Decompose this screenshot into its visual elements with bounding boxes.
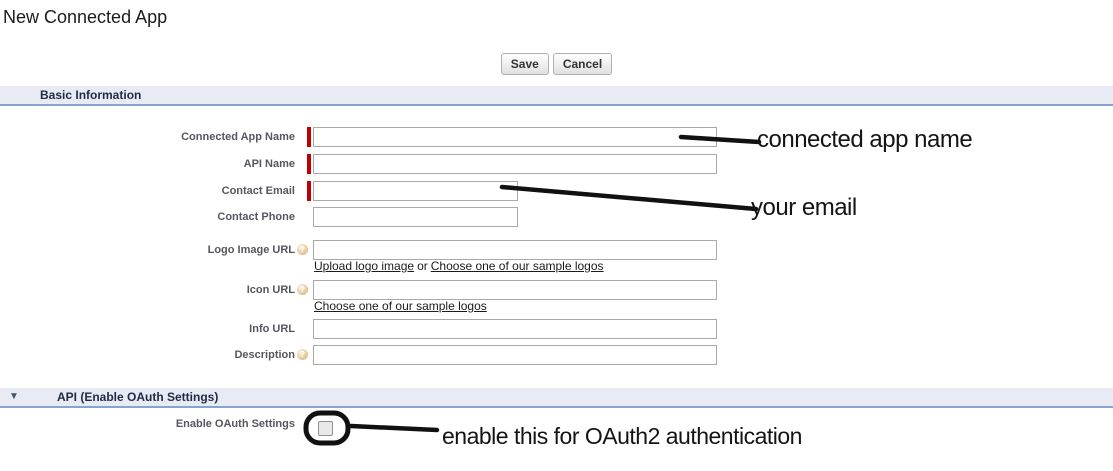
annotation-line-your-email (499, 184, 759, 212)
icon-links-line: Choose one of our sample logos (314, 299, 487, 313)
annotation-text-connected-app-name: connected app name (757, 126, 973, 153)
connected-app-name-label: Connected App Name (181, 131, 295, 143)
cancel-button[interactable]: Cancel (552, 53, 613, 75)
enable-oauth-label: Enable OAuth Settings (175, 418, 295, 430)
description-input[interactable] (313, 345, 717, 365)
logo-image-url-label: Logo Image URL (207, 244, 295, 256)
contact-phone-input[interactable] (313, 207, 518, 227)
description-label: Description (234, 349, 295, 361)
logo-image-url-input[interactable] (313, 240, 717, 260)
info-url-input[interactable] (313, 319, 717, 339)
collapse-triangle-icon[interactable]: ▼ (9, 391, 19, 402)
section-title: Basic Information (40, 88, 142, 102)
contact-email-label: Contact Email (221, 185, 295, 197)
api-name-input[interactable] (313, 154, 717, 174)
contact-email-input[interactable] (313, 181, 518, 201)
toolbar: Save Cancel (0, 53, 1113, 75)
save-button[interactable]: Save (500, 53, 549, 75)
section-header-api-oauth: ▼ API (Enable OAuth Settings) (0, 388, 1113, 408)
required-indicator (307, 154, 311, 174)
annotation-text-your-email: your email (751, 194, 857, 221)
help-icon[interactable]: ? (297, 284, 308, 295)
section-header-basic-information: Basic Information (0, 86, 1113, 106)
annotation-text-enable-oauth: enable this for OAuth2 authentication (442, 423, 802, 449)
upload-logo-image-link[interactable]: Upload logo image (314, 259, 415, 273)
icon-url-label: Icon URL (246, 284, 295, 296)
api-name-label: API Name (243, 158, 295, 170)
required-indicator (307, 127, 311, 147)
required-indicator (307, 181, 311, 201)
or-separator: or (417, 259, 428, 273)
info-url-label: Info URL (249, 323, 295, 335)
icon-url-input[interactable] (313, 280, 717, 300)
choose-sample-logos-icon-link[interactable]: Choose one of our sample logos (314, 299, 487, 313)
help-icon[interactable]: ? (297, 244, 308, 255)
page-title: New Connected App (3, 7, 168, 27)
choose-sample-logos-link[interactable]: Choose one of our sample logos (430, 259, 604, 273)
contact-phone-label: Contact Phone (217, 211, 295, 223)
help-icon[interactable]: ? (297, 349, 308, 360)
annotation-line-enable-oauth (348, 423, 440, 433)
section-title: API (Enable OAuth Settings) (57, 390, 219, 404)
enable-oauth-checkbox[interactable] (318, 421, 333, 436)
connected-app-name-input[interactable] (313, 127, 717, 147)
